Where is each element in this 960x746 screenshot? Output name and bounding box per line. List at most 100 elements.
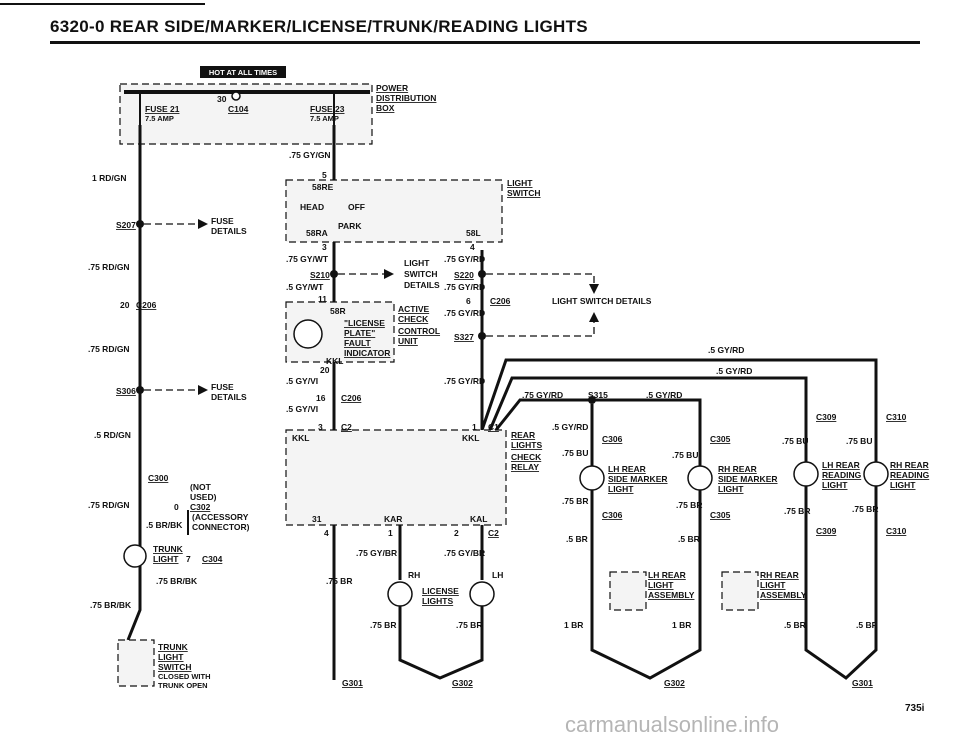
wire-75-gy-br-1: .75 GY/BR <box>356 548 397 558</box>
wire-5-br-3: .5 BR <box>784 620 806 630</box>
switch-details-l1: LIGHT <box>404 258 430 268</box>
connector-c305-top: C305 <box>710 434 731 444</box>
arrow-1 <box>198 219 208 229</box>
ccu-l2: CHECK <box>398 314 429 324</box>
wire-75-bu-1: .75 BU <box>562 448 588 458</box>
connector-c310-top: C310 <box>886 412 907 422</box>
splice-s306-node <box>136 386 144 394</box>
relay-pin-4: 4 <box>324 528 329 538</box>
light-switch-box <box>285 179 503 243</box>
ground-g301-right: G301 <box>852 678 873 688</box>
wire-75-gy-rd-3: .75 GY/RD <box>444 308 485 318</box>
relay-l2: LIGHTS <box>511 440 542 450</box>
license-lh: LH <box>492 570 503 580</box>
accessory-used: USED) <box>190 492 217 502</box>
connector-c304: C304 <box>202 554 223 564</box>
wire-75-br-bk-1: .75 BR/BK <box>156 576 198 586</box>
ground-g302-right: G302 <box>664 678 685 688</box>
ls-term-58ra: 58RA <box>306 228 328 238</box>
wire-75-rd-gn-2: .75 RD/GN <box>88 344 130 354</box>
wire-75-br-1: .75 BR <box>326 576 352 586</box>
lh-marker-l1: LH REAR <box>608 464 646 474</box>
connector-c1: C1 <box>488 422 499 432</box>
wire-75-bu-4: .75 BU <box>846 436 872 446</box>
wire-5-gy-rd-4: .5 GY/RD <box>552 422 588 432</box>
reading-ground-wires <box>804 610 878 680</box>
lh-read-l2: READING <box>822 470 862 480</box>
lh-assy-l1: LH REAR <box>648 570 686 580</box>
splice-s207-node <box>136 220 144 228</box>
lh-marker-l3: LIGHT <box>608 484 634 494</box>
splice-s315: S315 <box>588 390 608 400</box>
fuse-details-2-l1: FUSE <box>211 382 234 392</box>
trunk-switch-box <box>117 639 155 687</box>
wire-75-bu-3: .75 BU <box>782 436 808 446</box>
ls-head: HEAD <box>300 202 324 212</box>
arrow-5 <box>589 312 599 322</box>
relay-kkl-2: KKL <box>462 433 479 443</box>
ccu-pin-kkl: KKL <box>326 356 343 366</box>
relay-pin-31: 31 <box>312 514 322 524</box>
arrow-3 <box>384 269 394 279</box>
lh-assy-l2: LIGHT <box>648 580 674 590</box>
ls-off: OFF <box>348 202 365 212</box>
relay-pin-2: 2 <box>454 528 459 538</box>
wire-5-gy-vi-2: .5 GY/VI <box>286 404 318 414</box>
rh-marker-l2: SIDE MARKER <box>718 474 778 484</box>
license-light-lh-icon <box>469 581 495 607</box>
connector-c206-mid: C206 <box>341 393 362 403</box>
terminal-30-node <box>231 91 241 101</box>
wire-75-gy-wt: .75 GY/WT <box>286 254 329 264</box>
fuse-23: FUSE 23 <box>310 104 345 114</box>
wire-1-rd-gn: 1 RD/GN <box>92 173 126 183</box>
fuse-23-amp: 7.5 AMP <box>310 114 339 123</box>
power-box-label-3: BOX <box>376 103 395 113</box>
license-ground-wires <box>398 606 484 680</box>
wire-5-gy-rd-1: .5 GY/RD <box>708 345 744 355</box>
trunk-switch-l4: CLOSED WITH <box>158 672 211 681</box>
rh-marker-icon <box>687 465 713 491</box>
connector-c206-left: C206 <box>136 300 157 310</box>
page-number: 735i <box>905 703 925 714</box>
wire-75-br-bk-2: .75 BR/BK <box>90 600 132 610</box>
splice-s220: S220 <box>454 270 474 280</box>
assembly-ground-wires <box>590 610 702 680</box>
rear-lights-relay-box <box>285 429 507 526</box>
splice-s210: S210 <box>310 270 330 280</box>
connector-c2-top: C2 <box>341 422 352 432</box>
wire-75-br-6: .75 BR <box>784 506 810 516</box>
rh-assy-l2: LIGHT <box>760 580 786 590</box>
wire-5-br-bk: .5 BR/BK <box>146 520 183 530</box>
ccu-l4: UNIT <box>398 336 419 346</box>
splice-s306: S306 <box>116 386 136 396</box>
license-l2: LIGHTS <box>422 596 453 606</box>
relay-l1: REAR <box>511 430 535 440</box>
light-switch-l2: SWITCH <box>507 188 541 198</box>
fuse-leads <box>139 94 335 125</box>
power-box-label-2: DISTRIBUTION <box>376 93 436 103</box>
wire-75-br-3: .75 BR <box>456 620 482 630</box>
connector-c309-bottom: C309 <box>816 526 837 536</box>
splice-s327-node <box>478 332 486 340</box>
splice-s210-node <box>330 270 338 278</box>
fuse-21: FUSE 21 <box>145 104 180 114</box>
trunk-switch-l1: TRUNK <box>158 642 189 652</box>
license-rh: RH <box>408 570 420 580</box>
indicator-icon <box>293 319 323 349</box>
relay-kar: KAR <box>384 514 402 524</box>
indicator-l3: FAULT <box>344 338 372 348</box>
accessory-connector-2: CONNECTOR) <box>192 522 250 532</box>
ccu-pin-20: 20 <box>320 365 330 375</box>
ls-term-4: 4 <box>470 242 475 252</box>
wire-5-br-1: .5 BR <box>566 534 588 544</box>
fuse-21-amp: 7.5 AMP <box>145 114 174 123</box>
rh-assembly-box <box>721 571 759 611</box>
fuse-details-1-l1: FUSE <box>211 216 234 226</box>
connector-c302: C302 <box>190 502 211 512</box>
trunk-switch-l5: TRUNK OPEN <box>158 681 208 690</box>
connector-c300: C300 <box>148 473 169 483</box>
s327-link <box>486 322 595 337</box>
light-switch-l1: LIGHT <box>507 178 533 188</box>
wire-5-rd-gn: .5 RD/GN <box>94 430 131 440</box>
trunk-light-l1: TRUNK <box>153 544 184 554</box>
